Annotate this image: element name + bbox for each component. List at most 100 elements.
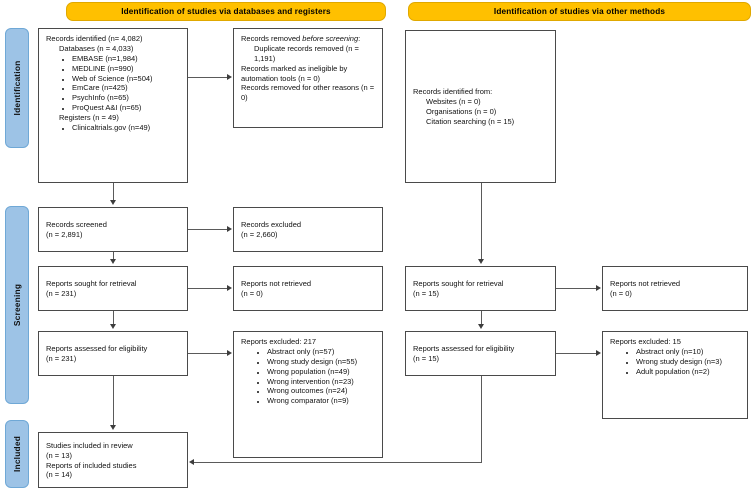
rail-included: Included: [5, 420, 29, 488]
records-identified-other-source-1: Organisations (n = 0): [426, 107, 497, 116]
studies-included-line3: Reports of included studies: [46, 460, 137, 470]
box-reports-excluded-databases: Reports excluded: 217 Abstract only (n=5…: [233, 331, 383, 458]
records-excluded-line2: (n = 2,660): [241, 230, 278, 239]
reports-excluded-other-reason-list: Abstract only (n=10) Wrong study design …: [610, 347, 741, 377]
arrowhead-sought-to-assessed-other: [478, 324, 484, 329]
arrowhead-sought-to-not-retrieved-db: [227, 285, 232, 291]
records-removed-line1-tail: :: [358, 34, 361, 43]
reports-sought-db-line2: (n = 231): [46, 289, 77, 298]
box-reports-not-retrieved-other: Reports not retrieved (n = 0): [602, 266, 748, 311]
arrowhead-other-identified-to-sought: [478, 259, 484, 264]
box-records-identified-other: Records identified from: Websites (n = 0…: [405, 30, 556, 183]
records-identified-other-source-0: Websites (n = 0): [426, 97, 481, 107]
records-screened-line2: (n = 2,891): [46, 230, 83, 239]
connector-assessed-other-to-included: [194, 462, 482, 464]
list-item: EmCare (n=425): [72, 83, 181, 93]
records-excluded-line1: Records excluded: [241, 220, 302, 230]
list-item: Abstract only (n=57): [267, 347, 376, 357]
connector-other-identified-to-sought: [481, 183, 483, 260]
box-reports-assessed-databases: Reports assessed for eligibility (n = 23…: [38, 331, 188, 376]
box-reports-sought-databases: Reports sought for retrieval (n = 231): [38, 266, 188, 311]
box-records-screened: Records screened (n = 2,891): [38, 207, 188, 252]
connector-identified-to-removed: [188, 77, 227, 79]
list-item: Wrong study design (n=55): [267, 357, 376, 367]
reports-excluded-db-line1: Reports excluded: 217: [241, 337, 317, 346]
list-item: Wrong outcomes (n=24): [267, 386, 376, 396]
connector-assessed-other-down: [481, 376, 483, 463]
reports-sought-db-line1: Reports sought for retrieval: [46, 279, 137, 289]
records-identified-other-line1: Records identified from:: [413, 87, 493, 97]
rail-screening: Screening: [5, 206, 29, 404]
records-removed-line3: Records marked as ineligible by automati…: [241, 63, 348, 83]
list-item: Web of Science (n=504): [72, 74, 181, 84]
banner-databases-registers: Identification of studies via databases …: [66, 2, 386, 21]
reports-assessed-other-line2: (n = 15): [413, 354, 440, 363]
connector-assessed-to-included: [113, 376, 115, 425]
list-item: PsychInfo (n=65): [72, 93, 181, 103]
reports-not-retrieved-db-line1: Reports not retrieved: [241, 279, 312, 289]
records-removed-line1: Records removed before screening:: [241, 34, 376, 44]
rail-identification: Identification: [5, 28, 29, 148]
connector-identified-to-screened: [113, 183, 115, 201]
list-item: MEDLINE (n=990): [72, 64, 181, 74]
connector-screened-to-sought: [113, 252, 115, 260]
records-removed-line1-a: Records removed: [241, 34, 303, 43]
records-screened-line1: Records screened: [46, 220, 107, 230]
list-item: EMBASE (n=1,984): [72, 54, 181, 64]
reports-assessed-db-line1: Reports assessed for eligibility: [46, 344, 148, 354]
reports-assessed-other-line1: Reports assessed for eligibility: [413, 344, 515, 354]
reports-not-retrieved-other-line1: Reports not retrieved: [610, 279, 681, 289]
records-removed-line2: Duplicate records removed (n = 1,191): [254, 43, 359, 63]
connector-assessed-to-excluded-db: [188, 353, 227, 355]
connector-sought-to-not-retrieved-other: [556, 288, 596, 290]
studies-included-line2: (n = 13): [46, 450, 73, 460]
arrowhead-sought-to-assessed-db: [110, 324, 116, 329]
list-item: ProQuest A&I (n=65): [72, 103, 181, 113]
list-item: Wrong comparator (n=9): [267, 396, 376, 406]
box-records-removed: Records removed before screening: Duplic…: [233, 28, 383, 128]
connector-sought-to-assessed-other: [481, 311, 483, 324]
records-identified-line3: Registers (n = 49): [59, 113, 119, 123]
connector-sought-to-assessed-db: [113, 311, 115, 324]
list-item: Abstract only (n=10): [636, 347, 741, 357]
arrowhead-assessed-to-included: [110, 425, 116, 430]
reports-sought-other-line2: (n = 15): [413, 289, 440, 298]
records-identified-other-source-2: Citation searching (n = 15): [426, 116, 515, 126]
reports-not-retrieved-db-line2: (n = 0): [241, 289, 263, 298]
reports-excluded-db-reason-list: Abstract only (n=57) Wrong study design …: [241, 347, 376, 406]
studies-included-line1: Studies included in review: [46, 440, 133, 450]
arrowhead-screened-to-excluded: [227, 226, 232, 232]
records-identified-register-list: Clinicaltrials.gov (n=49): [46, 123, 181, 133]
records-identified-line1: Records identified (n= 4,082): [46, 34, 143, 43]
reports-not-retrieved-other-line2: (n = 0): [610, 289, 632, 298]
reports-excluded-other-line1: Reports excluded: 15: [610, 337, 681, 346]
arrowhead-sought-to-not-retrieved-other: [596, 285, 601, 291]
arrowhead-assessed-to-excluded-other: [596, 350, 601, 356]
box-records-excluded: Records excluded (n = 2,660): [233, 207, 383, 252]
records-identified-line2: Databases (n = 4,033): [59, 43, 134, 53]
box-reports-excluded-other: Reports excluded: 15 Abstract only (n=10…: [602, 331, 748, 419]
list-item: Clinicaltrials.gov (n=49): [72, 123, 181, 133]
banner-other-methods: Identification of studies via other meth…: [408, 2, 751, 21]
rail-identification-label: Identification: [12, 60, 22, 116]
box-reports-not-retrieved-databases: Reports not retrieved (n = 0): [233, 266, 383, 311]
rail-included-label: Included: [12, 435, 22, 473]
connector-assessed-to-excluded-other: [556, 353, 596, 355]
list-item: Wrong intervention (n=23): [267, 377, 376, 387]
box-reports-assessed-other: Reports assessed for eligibility (n = 15…: [405, 331, 556, 376]
records-removed-line1-em: before screening: [302, 34, 359, 43]
reports-assessed-db-line2: (n = 231): [46, 354, 77, 363]
rail-screening-label: Screening: [12, 283, 22, 327]
records-removed-line4: Records removed for other reasons (n = 0…: [241, 83, 375, 103]
box-reports-sought-other: Reports sought for retrieval (n = 15): [405, 266, 556, 311]
arrowhead-assessed-other-to-included: [189, 459, 194, 465]
arrowhead-screened-to-sought: [110, 259, 116, 264]
reports-sought-other-line1: Reports sought for retrieval: [413, 279, 504, 289]
box-studies-included: Studies included in review (n = 13) Repo…: [38, 432, 188, 488]
list-item: Wrong study design (n=3): [636, 357, 741, 367]
list-item: Wrong population (n=49): [267, 367, 376, 377]
arrowhead-identified-to-removed: [227, 74, 232, 80]
arrowhead-assessed-to-excluded-db: [227, 350, 232, 356]
connector-screened-to-excluded: [188, 229, 227, 231]
